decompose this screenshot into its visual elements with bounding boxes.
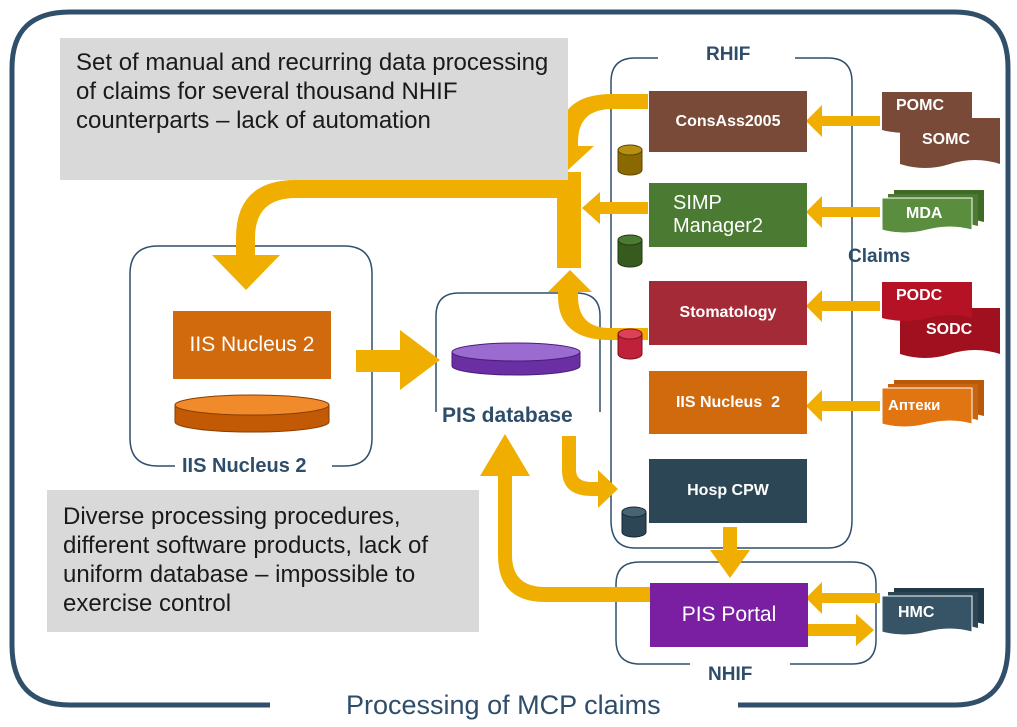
group-label-rhif: RHIF: [698, 44, 759, 66]
doc-sodc-shape: [900, 308, 1000, 358]
collector-bar: [557, 172, 581, 268]
system-hosp-cpw: Hosp CPW: [649, 459, 807, 523]
arrow-iis-to-pisdb: [356, 330, 440, 390]
outer-frame: [9, 9, 1011, 708]
db-cylinder-simp: [617, 234, 643, 268]
group-label-nhif: NHIF: [702, 664, 759, 686]
system-simp-manager2: SIMP Manager2: [649, 183, 807, 247]
simp-line1: SIMP: [673, 192, 722, 214]
db-cylinder-consass: [617, 144, 643, 176]
simp-line2: Manager2: [673, 215, 764, 237]
db-cylinder-iis: [174, 394, 330, 433]
nhif-group-frame: [615, 561, 877, 665]
note-top: Set of manual and recurring data process…: [60, 38, 568, 180]
system-stomatology: Stomatology: [649, 281, 807, 345]
system-consass2005: ConsAss2005: [649, 91, 807, 152]
arrow-apteki-to-iis: [806, 390, 880, 422]
group-label-pis-database: PIS database: [440, 404, 575, 428]
arrow-mda-to-simp: [806, 196, 880, 228]
doc-somc: SOMC: [922, 131, 970, 148]
db-cylinder-hosp: [621, 506, 647, 538]
arrows: [212, 94, 880, 646]
footer-title: Processing of MCP claims: [342, 690, 665, 721]
arrow-pisdb-to-hosp: [562, 436, 618, 508]
note-bottom: Diverse processing procedures, different…: [47, 490, 479, 632]
system-pis-portal: PIS Portal: [650, 583, 808, 647]
pis-db-group-frame: [435, 292, 601, 412]
doc-apteki: Аптеки: [888, 397, 941, 414]
doc-hmc: HMC: [898, 604, 935, 621]
doc-podc: PODC: [896, 287, 943, 304]
doc-podc-shape: [882, 282, 972, 321]
doc-pomc-shape: [882, 92, 972, 133]
arrow-hosp-to-portal: [710, 527, 750, 578]
arrow-pomc-to-consass: [806, 105, 880, 137]
doc-pomc: POMC: [896, 97, 944, 114]
system-iis-nucleus-rhif: IIS Nucleus 2: [649, 371, 807, 434]
arrow-consass-curve: [542, 94, 648, 170]
arrow-simp-to-collector: [582, 192, 648, 224]
doc-apteki-shape: [881, 380, 984, 428]
group-label-claims: Claims: [848, 246, 911, 267]
arrow-collector-to-iis: [212, 180, 560, 290]
arrow-podc-to-stomatology: [806, 290, 880, 322]
arrow-hmc-to-portal: [806, 582, 880, 614]
arrow-stomatology-curve: [548, 270, 648, 340]
doc-hmc-shape: [881, 588, 984, 636]
arrow-portal-to-hmc: [808, 614, 874, 646]
doc-mda-shape: [881, 190, 984, 234]
system-iis-nucleus-main: IIS Nucleus 2: [173, 311, 331, 379]
db-cylinder-stomatology: [617, 328, 643, 360]
arrow-portal-to-pisdb: [480, 434, 650, 602]
db-cylinder-pis: [451, 342, 581, 376]
doc-sodc: SODC: [926, 321, 973, 338]
group-label-iis-nucleus: IIS Nucleus 2: [178, 455, 311, 478]
doc-mda: MDA: [906, 205, 943, 222]
